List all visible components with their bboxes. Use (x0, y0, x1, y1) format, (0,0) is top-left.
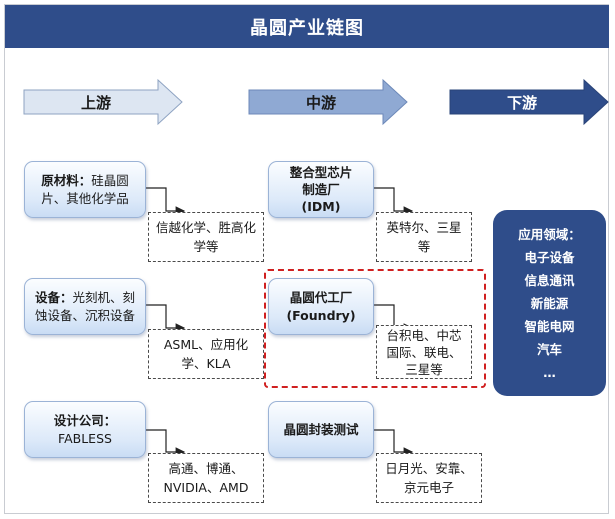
idm-line1: 整合型芯片 (289, 165, 353, 180)
node-equipment: 设备：光刻机、刻蚀设备、沉积设备 (24, 278, 146, 335)
foundry-highlight-box (264, 269, 486, 388)
application-item: 电子设备 (524, 249, 575, 265)
application-fields-box: 应用领域： 电子设备 信息通讯 新能源 智能电网 汽车 … (493, 210, 606, 396)
equipment-label: 设备： (34, 289, 73, 305)
application-item: 信息通讯 (524, 272, 575, 288)
midstream-stage-arrow (248, 78, 408, 126)
node-idm: 整合型芯片 制造厂 (IDM) (268, 161, 374, 218)
node-packaging-testing: 晶圆封装测试 (268, 401, 374, 458)
idm-line2: 制造厂 (302, 182, 340, 197)
equipment-text: 光刻机、刻蚀设备、沉积设备 (34, 289, 136, 323)
connector-packaging (374, 429, 414, 457)
note-design-companies: 高通、博通、NVIDIA、AMD (148, 453, 264, 503)
design-label: 设计公司： (53, 412, 117, 428)
connector-design (146, 429, 186, 457)
stage-label-midstream: 中游 (305, 93, 336, 112)
foundry-line2: (Foundry) (286, 307, 356, 323)
idm-line3: (IDM) (301, 199, 341, 214)
diagram-title: 晶圆产业链图 (5, 5, 609, 48)
foundry-line1: 晶圆代工厂 (289, 289, 353, 305)
connector-idm (374, 187, 414, 216)
node-raw-materials: 原材料：硅晶圆片、其他化学品 (24, 161, 146, 218)
raw-materials-label: 原材料： (41, 172, 92, 188)
connector-materials (146, 187, 186, 216)
note-foundry-companies: 台积电、中芯国际、联电、三星等 (376, 325, 472, 379)
application-item: 智能电网 (524, 318, 575, 334)
node-design-companies: 设计公司： FABLESS (24, 401, 146, 458)
stage-label-downstream: 下游 (506, 93, 537, 112)
note-raw-materials-companies: 信越化学、胜高化学等 (148, 212, 264, 262)
application-item: 新能源 (530, 295, 569, 311)
application-heading: 应用领域： (518, 226, 581, 242)
node-foundry: 晶圆代工厂 (Foundry) (268, 278, 374, 335)
design-text: FABLESS (58, 430, 112, 446)
connector-equipment (146, 304, 186, 333)
raw-materials-text: 硅晶圆片、其他化学品 (41, 172, 129, 206)
note-equipment-companies: ASML、应用化学、KLA (148, 329, 264, 379)
stage-label-upstream: 上游 (80, 93, 111, 112)
upstream-stage-arrow (23, 78, 183, 126)
note-idm-companies: 英特尔、三星等 (376, 212, 472, 262)
downstream-stage-arrow (449, 78, 609, 126)
application-item: 汽车 (536, 341, 562, 357)
application-item: … (543, 364, 556, 380)
note-packaging-companies: 日月光、安靠、京元电子 (376, 453, 482, 503)
